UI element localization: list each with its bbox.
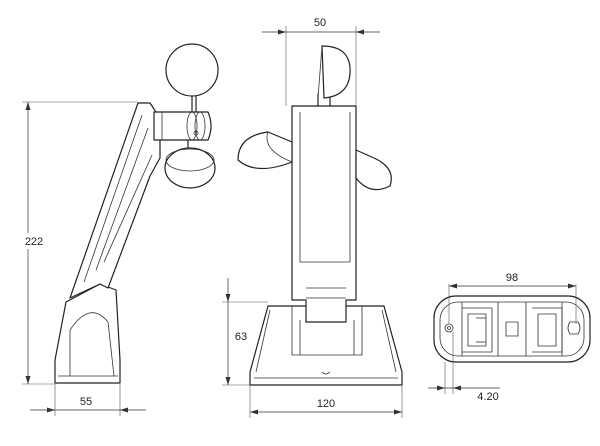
front-view-cup-left — [237, 131, 293, 170]
dimension-base-width-label: 120 — [317, 398, 335, 410]
dimension-bottom-length: 98 — [448, 272, 577, 324]
dimension-hole-offset-label: 4.20 — [477, 391, 498, 403]
side-view-base — [54, 283, 121, 384]
dimension-bottom-length-label: 98 — [506, 272, 518, 284]
dimension-width-top: 50 — [262, 17, 380, 106]
front-view-cup-right — [355, 149, 392, 191]
front-view — [237, 45, 403, 386]
bottom-view — [433, 295, 591, 363]
dimension-width-top-label: 50 — [314, 17, 326, 29]
dimension-hole-offset: 4.20 — [428, 332, 500, 403]
dimension-depth-base: 55 — [30, 384, 146, 416]
mounting-slot-right — [567, 321, 581, 335]
side-view-cup-bottom — [164, 147, 216, 189]
dimension-base-height: 63 — [222, 278, 268, 386]
dimension-height-side-label: 222 — [25, 236, 43, 248]
bottom-view-outline — [433, 295, 591, 363]
side-view-hub — [153, 111, 212, 141]
front-view-post — [291, 105, 357, 323]
side-view-arm — [69, 102, 161, 299]
dimension-base-height-label: 63 — [235, 331, 247, 343]
side-view-cup-top — [165, 43, 219, 97]
side-view — [54, 43, 219, 384]
dimension-depth-base-label: 55 — [80, 396, 92, 408]
dimension-height-side: 222 — [15, 101, 138, 385]
front-view-cup-top — [321, 45, 351, 99]
dimension-base-width: 120 — [249, 385, 403, 418]
